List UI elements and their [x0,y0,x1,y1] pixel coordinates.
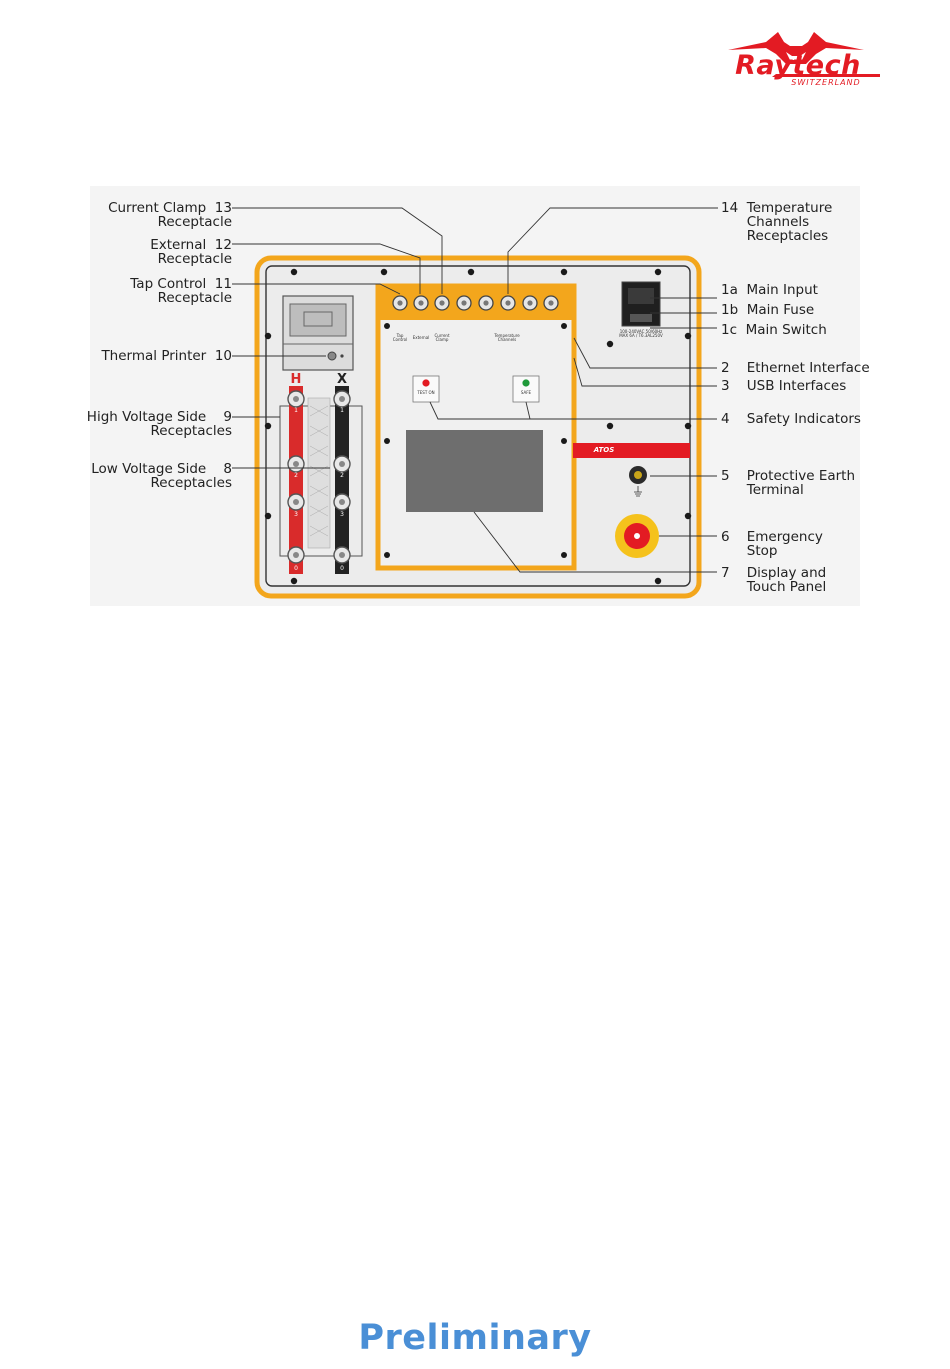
callout-current-clamp: Current Clamp 13 Receptacle [108,200,232,230]
front-panel-figure: Tap Control External Current Clamp Tempe… [86,186,870,606]
callout-low-voltage: Low Voltage Side 8 Receptacles [91,461,232,491]
lv-number-2: 2 [340,472,344,479]
lv-number-3: 3 [340,511,344,518]
tap-control-caption: Tap Control [392,333,408,342]
model-name: ATOS [593,446,615,454]
callout-external: External 12 Receptacle [150,237,232,267]
callout-main-switch: 1c Main Switch [721,322,827,338]
hv-number-1: 1 [294,407,298,414]
safe-indicator-label: SAFE [520,390,532,395]
callout-usb: 3 USB Interfaces [721,378,847,394]
callout-high-voltage: High Voltage Side 9 Receptacles [86,409,232,439]
callout-safety-indicators: 4 Safety Indicators [721,411,861,427]
mains-rating-caption: 100-240VAC 50/60Hz MAX 6A / T6.3AL250V [619,329,663,338]
hv-letter: H [290,372,302,387]
hv-number-3: 3 [294,511,298,518]
lv-number-1: 1 [340,407,344,414]
callout-emergency-stop: 6 Emergency Stop [721,529,823,559]
temperature-caption: Temperature Channels [494,333,520,342]
current-clamp-caption: Current Clamp [434,333,450,342]
callout-temperature-channels: 14 Temperature Channels Receptacles [721,200,833,244]
callout-thermal-printer: Thermal Printer 10 [101,348,232,364]
brand-tagline: SWITZERLAND [791,78,861,87]
external-caption: External [412,335,430,340]
callout-main-input: 1a Main Input [721,282,818,298]
front-panel-drawing [90,186,860,606]
callout-ethernet: 2 Ethernet Interface [721,360,870,376]
test-on-indicator-label: TEST ON [417,390,435,395]
hv-number-0: 0 [294,565,298,572]
callout-main-fuse: 1b Main Fuse [721,302,815,318]
raytech-logo: Raytech SWITZERLAND [706,24,886,88]
callout-protective-earth: 5 Protective Earth Terminal [721,468,856,498]
brand-name: Raytech [735,50,861,81]
preliminary-footer: Preliminary [358,1318,592,1358]
lv-letter: X [336,372,348,387]
callout-display-touch: 7 Display and Touch Panel [721,565,827,595]
hv-number-2: 2 [294,472,298,479]
lv-number-0: 0 [340,565,344,572]
callout-tap-control: Tap Control 11 Receptacle [130,276,232,306]
bull-head-icon [728,32,880,77]
